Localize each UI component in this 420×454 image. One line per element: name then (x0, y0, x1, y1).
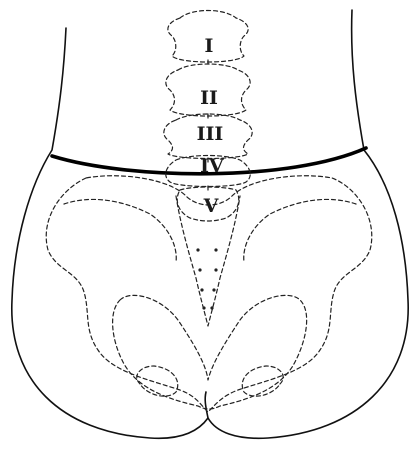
vertebra-label-4: IV (200, 155, 225, 177)
pubic-region (113, 295, 307, 409)
vertebra-label-5: V (203, 195, 220, 217)
gluteal-cleft (205, 392, 208, 418)
sacral-foramina (196, 248, 217, 309)
iliac-wing-left (64, 199, 176, 262)
vertebra-label-2: II (200, 87, 218, 109)
vertebra-label-3: III (197, 123, 224, 145)
vertebra-label-1: I (205, 35, 214, 57)
obturator-foramen-left (137, 366, 178, 396)
iliac-wing-right (244, 199, 356, 262)
